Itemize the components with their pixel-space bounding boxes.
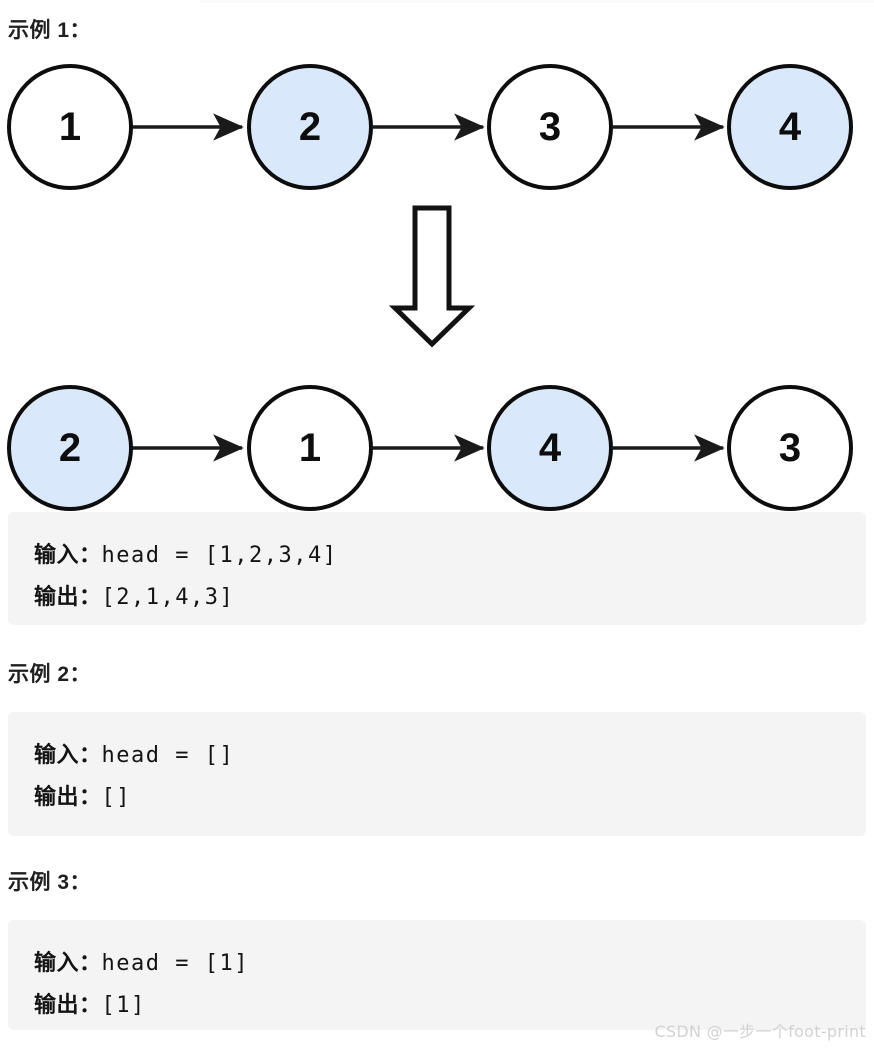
example-1-code-block: 输入：head = [1,2,3,4] 输出：[2,1,4,3] [8,512,866,625]
after-node-2: 1 [247,385,373,511]
example-2-input-label: 输入： [34,743,102,768]
example-3-code-block: 输入：head = [1] 输出：[1] [8,920,866,1030]
example-2-input-value: head = [] [101,743,235,768]
example-2-code-block: 输入：head = [] 输出：[] [8,712,866,836]
before-node-3-label: 3 [539,105,561,149]
example-1-heading: 示例 1： [8,19,92,42]
example-2-input-line: 输入：head = [] [8,734,866,776]
example-1-input-label: 输入： [34,543,102,568]
after-node-1: 2 [7,385,133,511]
before-list-row: 1 2 3 4 [7,64,853,190]
example-1-input-value: head = [1,2,3,4] [101,543,338,568]
after-node-2-label: 1 [299,426,321,470]
down-block-arrow-icon [388,205,476,348]
example-1-input-line: 输入：head = [1,2,3,4] [8,534,866,576]
after-node-1-label: 2 [59,426,81,470]
example-1-output-label: 输出： [34,585,102,610]
before-node-4: 4 [727,64,853,190]
top-edge-sliver [200,0,874,3]
example-3-input-label: 输入： [34,951,102,976]
after-list-row: 2 1 4 3 [7,385,853,511]
example-1-output-line: 输出：[2,1,4,3] [8,576,866,618]
example-3-input-line: 输入：head = [1] [8,942,866,984]
example-2-output-line: 输出：[] [8,776,866,818]
example-3-output-value: [1] [101,993,146,1018]
before-node-1-label: 1 [59,105,81,149]
example-3-output-label: 输出： [34,993,102,1018]
example-3-input-value: head = [1] [101,951,249,976]
example-2-output-label: 输出： [34,785,102,810]
example-3-heading: 示例 3： [8,871,92,894]
after-node-4: 3 [727,385,853,511]
linked-list-diagram: 1 2 3 4 [0,50,874,512]
before-node-2-label: 2 [299,105,321,149]
before-node-1: 1 [7,64,133,190]
after-node-4-label: 3 [779,426,801,470]
example-3-output-line: 输出：[1] [8,984,866,1026]
example-1-output-value: [2,1,4,3] [101,585,235,610]
csdn-watermark: CSDN @一步一个foot-print [654,1022,866,1041]
before-node-3: 3 [487,64,613,190]
example-2-output-value: [] [101,785,132,810]
example-2-heading: 示例 2： [8,663,92,686]
before-node-2: 2 [247,64,373,190]
after-node-3-label: 4 [539,426,562,470]
before-node-4-label: 4 [779,105,802,149]
after-node-3: 4 [487,385,613,511]
